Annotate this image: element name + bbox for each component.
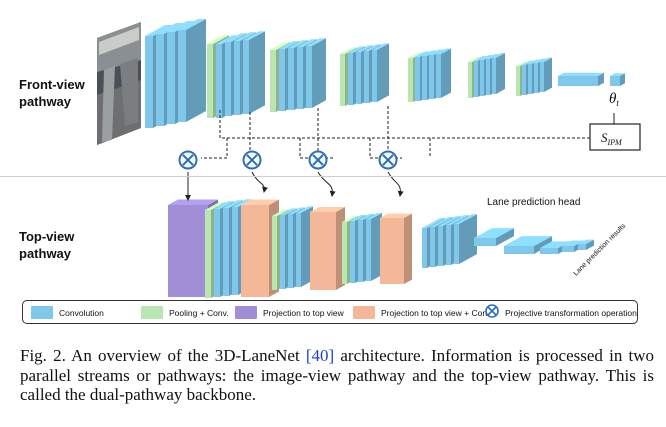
front-layer-24 [436,48,451,98]
caption-prefix: Fig. 2. An overview of the 3D-LaneNet [20,346,306,365]
caption-suffix: architecture. Information is processed i… [20,346,654,404]
pathway-divider [0,176,666,177]
top-view-label-line2: pathway [19,246,72,261]
legend-swatch-projection-conv [353,306,375,319]
architecture-diagram: SIPM θt Lane prediction head Lane predic… [19,19,641,298]
legend-operation: Projective transformation operation [505,308,637,318]
dashed-connectors [201,106,591,159]
front-layer-29 [492,53,505,94]
projective-operation-icon [485,304,499,318]
projective-operation-1 [178,150,198,170]
top-layer-22 [474,228,514,246]
front-view-label-line2: pathway [19,94,72,109]
top-layer-21 [454,214,477,264]
front-view-label: Front-view pathway [19,76,85,110]
front-layer-36 [610,73,625,86]
top-layer-6 [241,199,279,297]
front-layer-14 [306,38,326,108]
sipm-label: SIPM [601,130,623,147]
projective-operation-3 [308,150,328,170]
top-view-label: Top-view pathway [19,228,74,262]
front-layer-34 [540,57,552,92]
projective-operation-2 [242,150,262,170]
front-layer-4 [178,19,206,122]
caption-citation[interactable]: [40] [305,346,335,365]
top-layer-16 [380,213,412,284]
front-view-layers [145,19,625,128]
top-layer-15 [366,212,382,281]
legend: Convolution Pooling + Conv. Projection t… [22,300,638,324]
diagram-canvas: SIPM θt Lane prediction head Lane predic… [97,19,641,298]
projective-operation-4 [378,150,398,170]
lane-head-label: Lane prediction head [487,197,580,208]
legend-projection: Projection to top view [263,308,344,318]
top-view-label-line1: Top-view [19,229,75,244]
sipm-box [589,123,641,151]
legend-swatch-pooling [141,306,163,319]
legend-pooling: Pooling + Conv. [169,308,229,318]
top-layer-23 [504,236,552,254]
legend-swatch-projection [235,306,257,319]
top-layer-11 [310,207,345,290]
front-layer-35 [558,72,604,86]
figure-caption: Fig. 2. An overview of the 3D-LaneNet [4… [20,346,654,405]
front-view-label-line1: Front-view [19,77,85,92]
top-layer-26 [578,239,594,250]
legend-convolution: Convolution [59,308,104,318]
legend-swatch-convolution [31,306,53,319]
legend-projection-conv: Projection to top view + Conv. [381,308,494,318]
front-layer-9 [243,31,265,115]
top-view-layers [168,199,594,298]
theta-label: θt [609,91,619,108]
front-layer-19 [372,43,389,102]
input-road-image [97,22,141,145]
projective-operations [178,150,398,170]
